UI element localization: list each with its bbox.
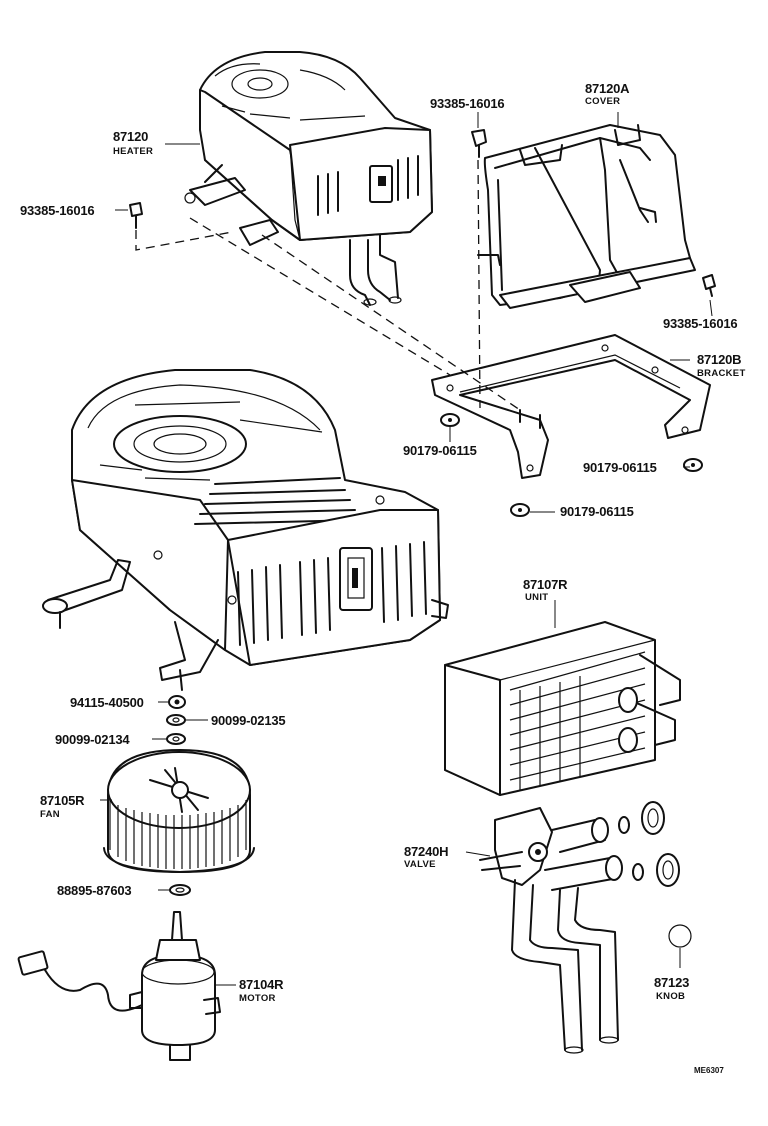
part-number: 93385-16016 xyxy=(663,316,737,331)
heater-assembly-large xyxy=(42,369,449,691)
motor-87104r xyxy=(17,911,221,1061)
part-name: KNOB xyxy=(656,991,685,1002)
valve-87240h xyxy=(479,801,680,1054)
fan-87105r xyxy=(103,749,255,873)
callout-90179-a: 90179-06115 xyxy=(403,443,477,458)
part-name: UNIT xyxy=(525,592,548,603)
callout-87120: 87120 HEATER xyxy=(113,129,153,157)
part-number: 87105R xyxy=(40,793,85,808)
part-number: 87123 xyxy=(654,975,689,990)
callout-87123: 87123 KNOB xyxy=(654,975,689,1002)
callout-87120a: 87120A COVER xyxy=(585,81,630,107)
callout-87120b: 87120B BRACKET xyxy=(697,352,746,379)
part-number: 87107R xyxy=(523,577,568,592)
callout-87107r: 87107R UNIT xyxy=(523,577,568,603)
part-number: 88895-87603 xyxy=(57,883,131,898)
part-number: 90099-02135 xyxy=(211,713,285,728)
part-name: VALVE xyxy=(404,859,436,870)
part-number: 87120 xyxy=(113,129,148,144)
callout-87240h: 87240H VALVE xyxy=(404,844,449,870)
part-name: BRACKET xyxy=(697,368,746,379)
part-number: 87120B xyxy=(697,352,741,367)
callout-90179-c: 90179-06115 xyxy=(560,504,634,519)
leader-lines xyxy=(100,112,713,986)
part-name: FAN xyxy=(40,809,60,820)
bracket-87120b xyxy=(431,334,711,479)
callout-87105r: 87105R FAN xyxy=(40,793,85,820)
part-number: 90179-06115 xyxy=(403,443,477,458)
heater-unit-87107r xyxy=(444,621,681,796)
heater-assembly-small xyxy=(184,51,433,306)
callout-90099-02135: 90099-02135 xyxy=(211,713,286,728)
knob-87123 xyxy=(668,924,692,948)
callout-87104r: 87104R MOTOR xyxy=(239,977,284,1004)
callout-93385-right: 93385-16016 xyxy=(663,316,738,331)
part-name: MOTOR xyxy=(239,993,276,1004)
part-number: 93385-16016 xyxy=(20,203,94,218)
part-number: 94115-40500 xyxy=(70,695,144,710)
part-number: 87104R xyxy=(239,977,284,992)
part-number: 87120A xyxy=(585,81,630,96)
part-number: 90179-06115 xyxy=(560,504,634,519)
cover-87120a xyxy=(477,124,696,309)
callout-90099-02134: 90099-02134 xyxy=(55,732,131,747)
part-number: 93385-16016 xyxy=(430,96,504,111)
part-name: HEATER xyxy=(113,146,153,157)
callout-88895: 88895-87603 xyxy=(57,883,132,898)
callout-90179-b: 90179-06115 xyxy=(583,460,657,475)
part-name: COVER xyxy=(585,96,620,107)
callout-93385-top: 93385-16016 xyxy=(430,96,505,111)
part-number: 90099-02134 xyxy=(55,732,130,747)
part-number: 90179-06115 xyxy=(583,460,657,475)
part-number: 87240H xyxy=(404,844,448,859)
callout-94115: 94115-40500 xyxy=(70,695,144,710)
callout-93385-left: 93385-16016 xyxy=(20,203,95,218)
alignment-lines xyxy=(135,159,521,411)
diagram-code: ME6307 xyxy=(694,1066,724,1075)
